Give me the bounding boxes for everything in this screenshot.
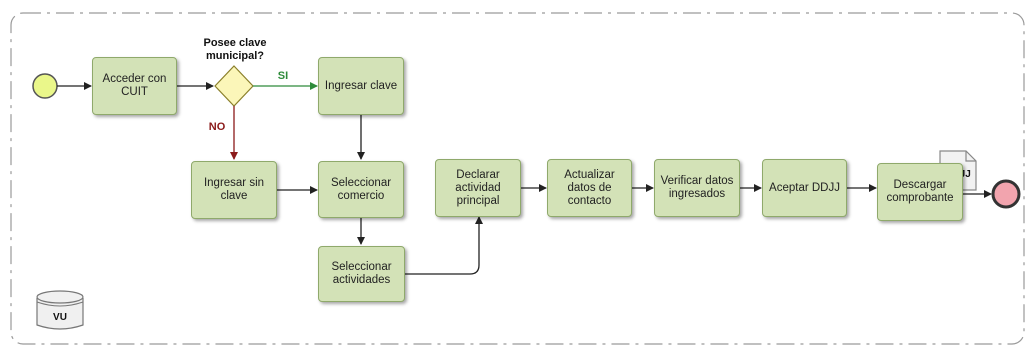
end-event	[991, 179, 1021, 209]
task-declarar-actividad-principal[interactable]: Declarar actividad principal	[435, 159, 521, 217]
gateway-diamond	[214, 65, 254, 107]
task-ingresar-sin-clave[interactable]: Ingresar sin clave	[191, 161, 277, 219]
task-seleccionar-comercio[interactable]: Seleccionar comercio	[318, 161, 404, 218]
task-aceptar-ddjj[interactable]: Aceptar DDJJ	[762, 159, 847, 217]
task-ingresar-clave[interactable]: Ingresar clave	[318, 57, 404, 115]
gateway-question-label: Posee clave municipal?	[203, 37, 267, 62]
gateway-yes-label: SI	[277, 70, 289, 82]
flow-actividades-to-declarar	[405, 216, 483, 275]
datastore-icon	[36, 290, 84, 330]
datastore-label: VU	[53, 312, 67, 323]
task-acceder-con-cuit[interactable]: Acceder con CUIT	[92, 57, 177, 115]
task-seleccionar-actividades[interactable]: Seleccionar actividades	[318, 246, 405, 302]
gateway-no-label: NO	[208, 121, 226, 133]
task-actualizar-datos-de-contacto[interactable]: Actualizar datos de contacto	[547, 159, 632, 217]
pool-border	[10, 12, 1025, 345]
start-event	[32, 73, 58, 99]
task-verificar-datos-ingresados[interactable]: Verificar datos ingresados	[654, 159, 740, 217]
task-descargar-comprobante[interactable]: Descargar comprobante	[877, 163, 963, 221]
